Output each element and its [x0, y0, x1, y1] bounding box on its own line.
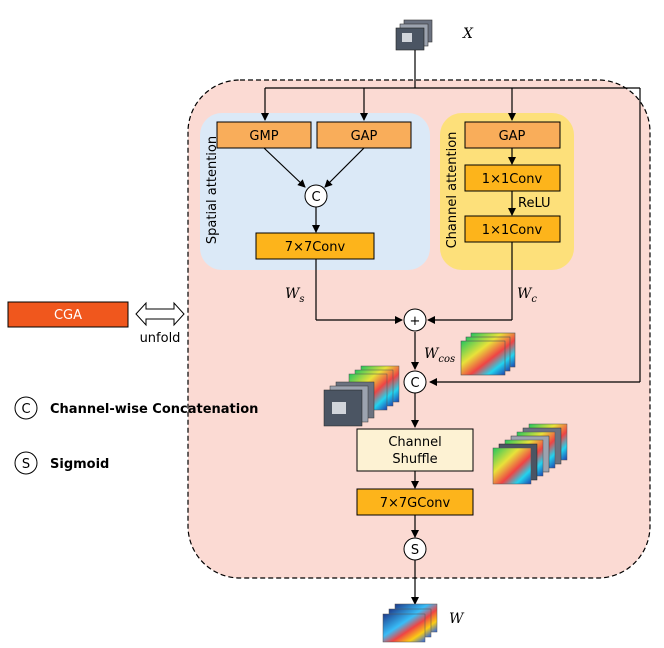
legend-sigmoid-symbol: [14, 451, 38, 475]
conv1a-label: 1×1Conv: [482, 172, 543, 187]
input-x-label: X: [462, 26, 474, 42]
conv7-block: [255, 232, 375, 260]
plus-symbol: [403, 308, 427, 332]
relu-label: ReLU: [518, 196, 551, 211]
gconv-block: [356, 488, 474, 516]
cga-block: [7, 301, 129, 328]
conv1b-label: 1×1Conv: [482, 223, 543, 238]
gmp-block: [216, 121, 312, 149]
gap-spatial-label: GAP: [351, 129, 378, 144]
channel-shuffle-block: [356, 428, 474, 472]
ws-label: Ws: [285, 286, 305, 305]
conv1a-block: [464, 164, 561, 192]
legend-sigmoid-label: Sigmoid: [50, 457, 109, 472]
wc-label: Wc: [517, 286, 537, 305]
concat-input-stack-image: [323, 365, 400, 427]
output-w-image: [382, 603, 438, 643]
conv1b-block: [464, 215, 561, 243]
main-concat-label: C: [410, 376, 419, 391]
unfold-double-arrow: [135, 301, 185, 327]
conv7-label: 7×7Conv: [285, 240, 346, 255]
wcos-label: Wcos: [424, 346, 455, 365]
sigmoid-symbol-label: S: [411, 543, 419, 558]
output-w-label: W: [449, 611, 465, 627]
spatial-attention-label: Spatial attention: [205, 136, 220, 244]
spatial-concat-label: C: [311, 190, 320, 205]
input-image-x: [395, 19, 433, 51]
gmp-label: GMP: [249, 129, 278, 144]
gconv-label: 7×7GConv: [380, 496, 451, 511]
plus-label: +: [410, 314, 421, 329]
channel-attention-label: Channel attention: [445, 132, 460, 249]
legend-sigmoid-symbol-label: S: [22, 457, 30, 472]
gap-channel-label: GAP: [499, 129, 526, 144]
legend-concat-symbol: [14, 396, 38, 420]
channel-shuffle-label-1: Channel: [388, 435, 441, 450]
cga-label: CGA: [54, 308, 82, 323]
unfold-label: unfold: [140, 331, 181, 346]
shuffled-stack-image: [492, 423, 568, 485]
legend-concat-label: Channel-wise Concatenation: [50, 402, 258, 417]
channel-shuffle-label-2: Shuffle: [392, 452, 437, 467]
legend-concat-symbol-label: C: [21, 402, 30, 417]
wcos-heatmap-image: [460, 332, 516, 376]
spatial-concat-symbol: [304, 184, 328, 208]
